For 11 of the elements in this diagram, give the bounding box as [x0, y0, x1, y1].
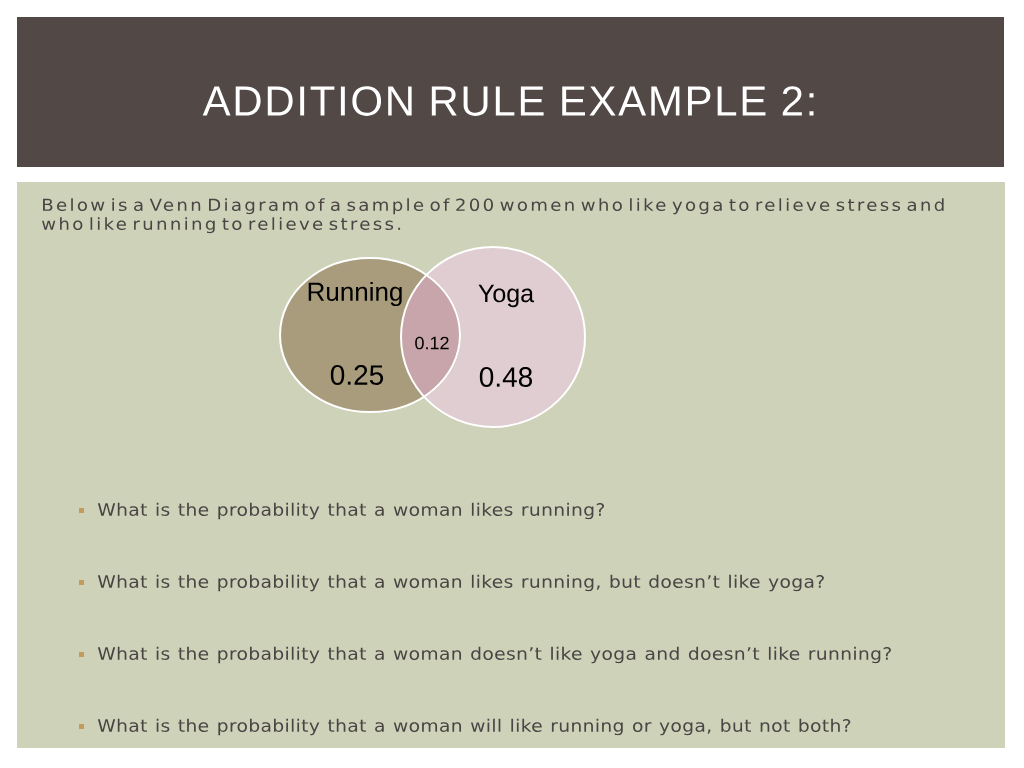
probability-value: 0.12: [415, 336, 449, 350]
probability-value: 0.48: [479, 367, 532, 387]
intro-text: Below is a Venn Diagram of a sample of 200 women who like yoga to relieve stress and who like running to relieve stress.: [42, 198, 944, 234]
question-text: What is the probability that a woman likes running?: [97, 502, 605, 520]
question-text: What is the probability that a woman likes running, but doesn’t like yoga?: [97, 574, 824, 592]
probability-value: 0.25: [330, 365, 384, 385]
question-text: What is the probability that a woman doesn’t like yoga and doesn’t like running?: [97, 646, 891, 664]
set-label: Yoga: [478, 284, 535, 308]
question-text: What is the probability that a woman will like running or yoga, but not both?: [97, 718, 851, 736]
title-bar: ADDITION RULE EXAMPLE 2:: [17, 17, 1004, 167]
set-label: Running: [308, 281, 402, 307]
